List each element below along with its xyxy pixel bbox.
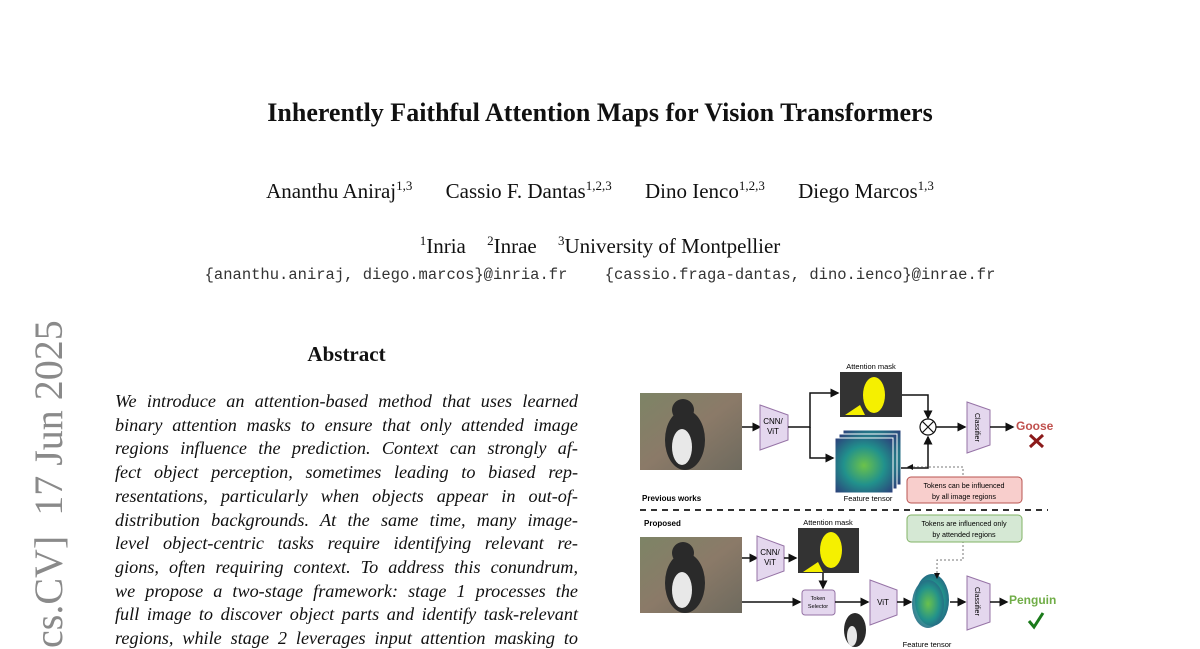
- author-affiliation: 1,2,3: [585, 178, 612, 193]
- affiliation-name: University of Montpellier: [564, 234, 781, 258]
- author-affiliation: 1,3: [917, 178, 934, 193]
- affiliation: 2Inrae: [487, 233, 537, 258]
- affiliation-number: 3: [558, 233, 565, 248]
- abstract-line: regions, while stage 2 leverages input a…: [115, 628, 578, 648]
- abstract-line: binary attention masks to ensure that on…: [115, 414, 578, 435]
- feature-tensor-label: Feature tensor: [903, 640, 952, 648]
- note-box: Tokens are influenced only by attended r…: [906, 514, 1023, 543]
- prediction-label: Penguin: [1009, 593, 1056, 607]
- token-selector-module: Token Selector: [801, 589, 836, 616]
- vit-module: ViT: [869, 579, 898, 626]
- module-label: ViT: [877, 598, 889, 607]
- classifier-module: Classifier: [966, 401, 991, 454]
- attention-mask-label: Attention mask: [846, 362, 896, 371]
- note-text: by attended regions: [932, 530, 996, 539]
- email: {ananthu.aniraj, diego.marcos}@inria.fr: [204, 266, 568, 284]
- masked-penguin-image: [844, 613, 866, 647]
- paper-title: Inherently Faithful Attention Maps for V…: [267, 98, 933, 127]
- affiliation: 3University of Montpellier: [558, 233, 781, 258]
- feature-tensor: [834, 429, 902, 494]
- author-affiliation: 1,2,3: [738, 178, 765, 193]
- cross-icon: [1028, 433, 1045, 449]
- module-label: ViT: [764, 558, 776, 567]
- affiliation-list: 1Inria 2Inrae 3University of Montpellier: [0, 233, 1200, 259]
- attention-mask-image: [840, 372, 902, 417]
- note-box: Tokens can be influenced by all image re…: [906, 476, 1023, 504]
- author: Diego Marcos1,3: [798, 178, 934, 203]
- abstract-line: gions, often requiring context. To addre…: [115, 556, 578, 577]
- affiliation-name: Inria: [426, 234, 466, 258]
- multiply-icon: [919, 418, 937, 436]
- note-text: Tokens can be influenced: [923, 481, 1004, 490]
- email: {cassio.fraga-dantas, dino.ienco}@inrae.…: [604, 266, 996, 284]
- arxiv-stamp: cs.CV] 17 Jun 2025: [26, 320, 71, 648]
- overview-figure: CNN/ ViT Attention mask Feature tensor C…: [640, 362, 1056, 648]
- affiliation: 1Inria: [419, 233, 466, 258]
- author-name: Diego Marcos: [798, 179, 918, 203]
- feature-tensor-label: Feature tensor: [844, 494, 893, 503]
- module-label: Selector: [808, 604, 828, 610]
- abstract-line: distribution backgrounds. At the same ti…: [115, 509, 578, 530]
- author-name: Cassio F. Dantas: [445, 179, 586, 203]
- abstract-line: resentations, particularly when objects …: [115, 485, 578, 506]
- module-label: Classifier: [973, 413, 980, 442]
- note-text: Tokens are influenced only: [921, 519, 1007, 528]
- abstract-line: we propose a two-stage framework: stage …: [115, 580, 578, 601]
- attention-mask-label: Attention mask: [803, 518, 853, 527]
- affiliation-number: 2: [487, 233, 494, 248]
- module-label: ViT: [767, 427, 779, 436]
- abstract-heading: Abstract: [307, 342, 386, 366]
- author-name: Ananthu Aniraj: [266, 179, 397, 203]
- affiliation-name: Inrae: [493, 234, 537, 258]
- abstract-line: regions influence the prediction. Contex…: [115, 438, 578, 459]
- abstract-line: fect object perception, sometimes leadin…: [115, 462, 578, 483]
- author-list: Ananthu Aniraj1,3 Cassio F. Dantas1,2,3 …: [0, 178, 1200, 204]
- module-label: Token: [811, 596, 826, 602]
- section-label: Previous works: [642, 494, 702, 503]
- input-image: [640, 537, 742, 613]
- cnn-vit-module: CNN/ ViT: [756, 535, 785, 582]
- prediction-label: Goose: [1016, 419, 1054, 433]
- email-list: {ananthu.aniraj, diego.marcos}@inria.fr …: [0, 266, 1200, 284]
- module-label: Classifier: [973, 587, 980, 616]
- check-icon: [1027, 612, 1045, 630]
- author: Dino Ienco1,2,3: [644, 178, 765, 203]
- section-label: Proposed: [644, 519, 681, 528]
- note-text: by all image regions: [932, 492, 996, 501]
- abstract-line: We introduce an attention-based method t…: [115, 391, 578, 411]
- author: Cassio F. Dantas1,2,3: [445, 178, 612, 203]
- attention-mask-image: [798, 528, 859, 573]
- author-affiliation: 1,3: [396, 178, 413, 193]
- input-image: [640, 393, 742, 470]
- author-name: Dino Ienco: [644, 179, 739, 203]
- author: Ananthu Aniraj1,3: [266, 178, 413, 203]
- abstract-line: level object-centric tasks require ident…: [115, 533, 578, 554]
- abstract-line: full image to discover object parts and …: [115, 604, 578, 625]
- feature-tensor: [912, 574, 949, 628]
- classifier-module: Classifier: [966, 575, 991, 631]
- module-label: CNN/: [763, 417, 783, 426]
- cnn-vit-module: CNN/ ViT: [759, 404, 789, 451]
- affiliation-number: 1: [419, 233, 427, 248]
- module-label: CNN/: [760, 548, 780, 557]
